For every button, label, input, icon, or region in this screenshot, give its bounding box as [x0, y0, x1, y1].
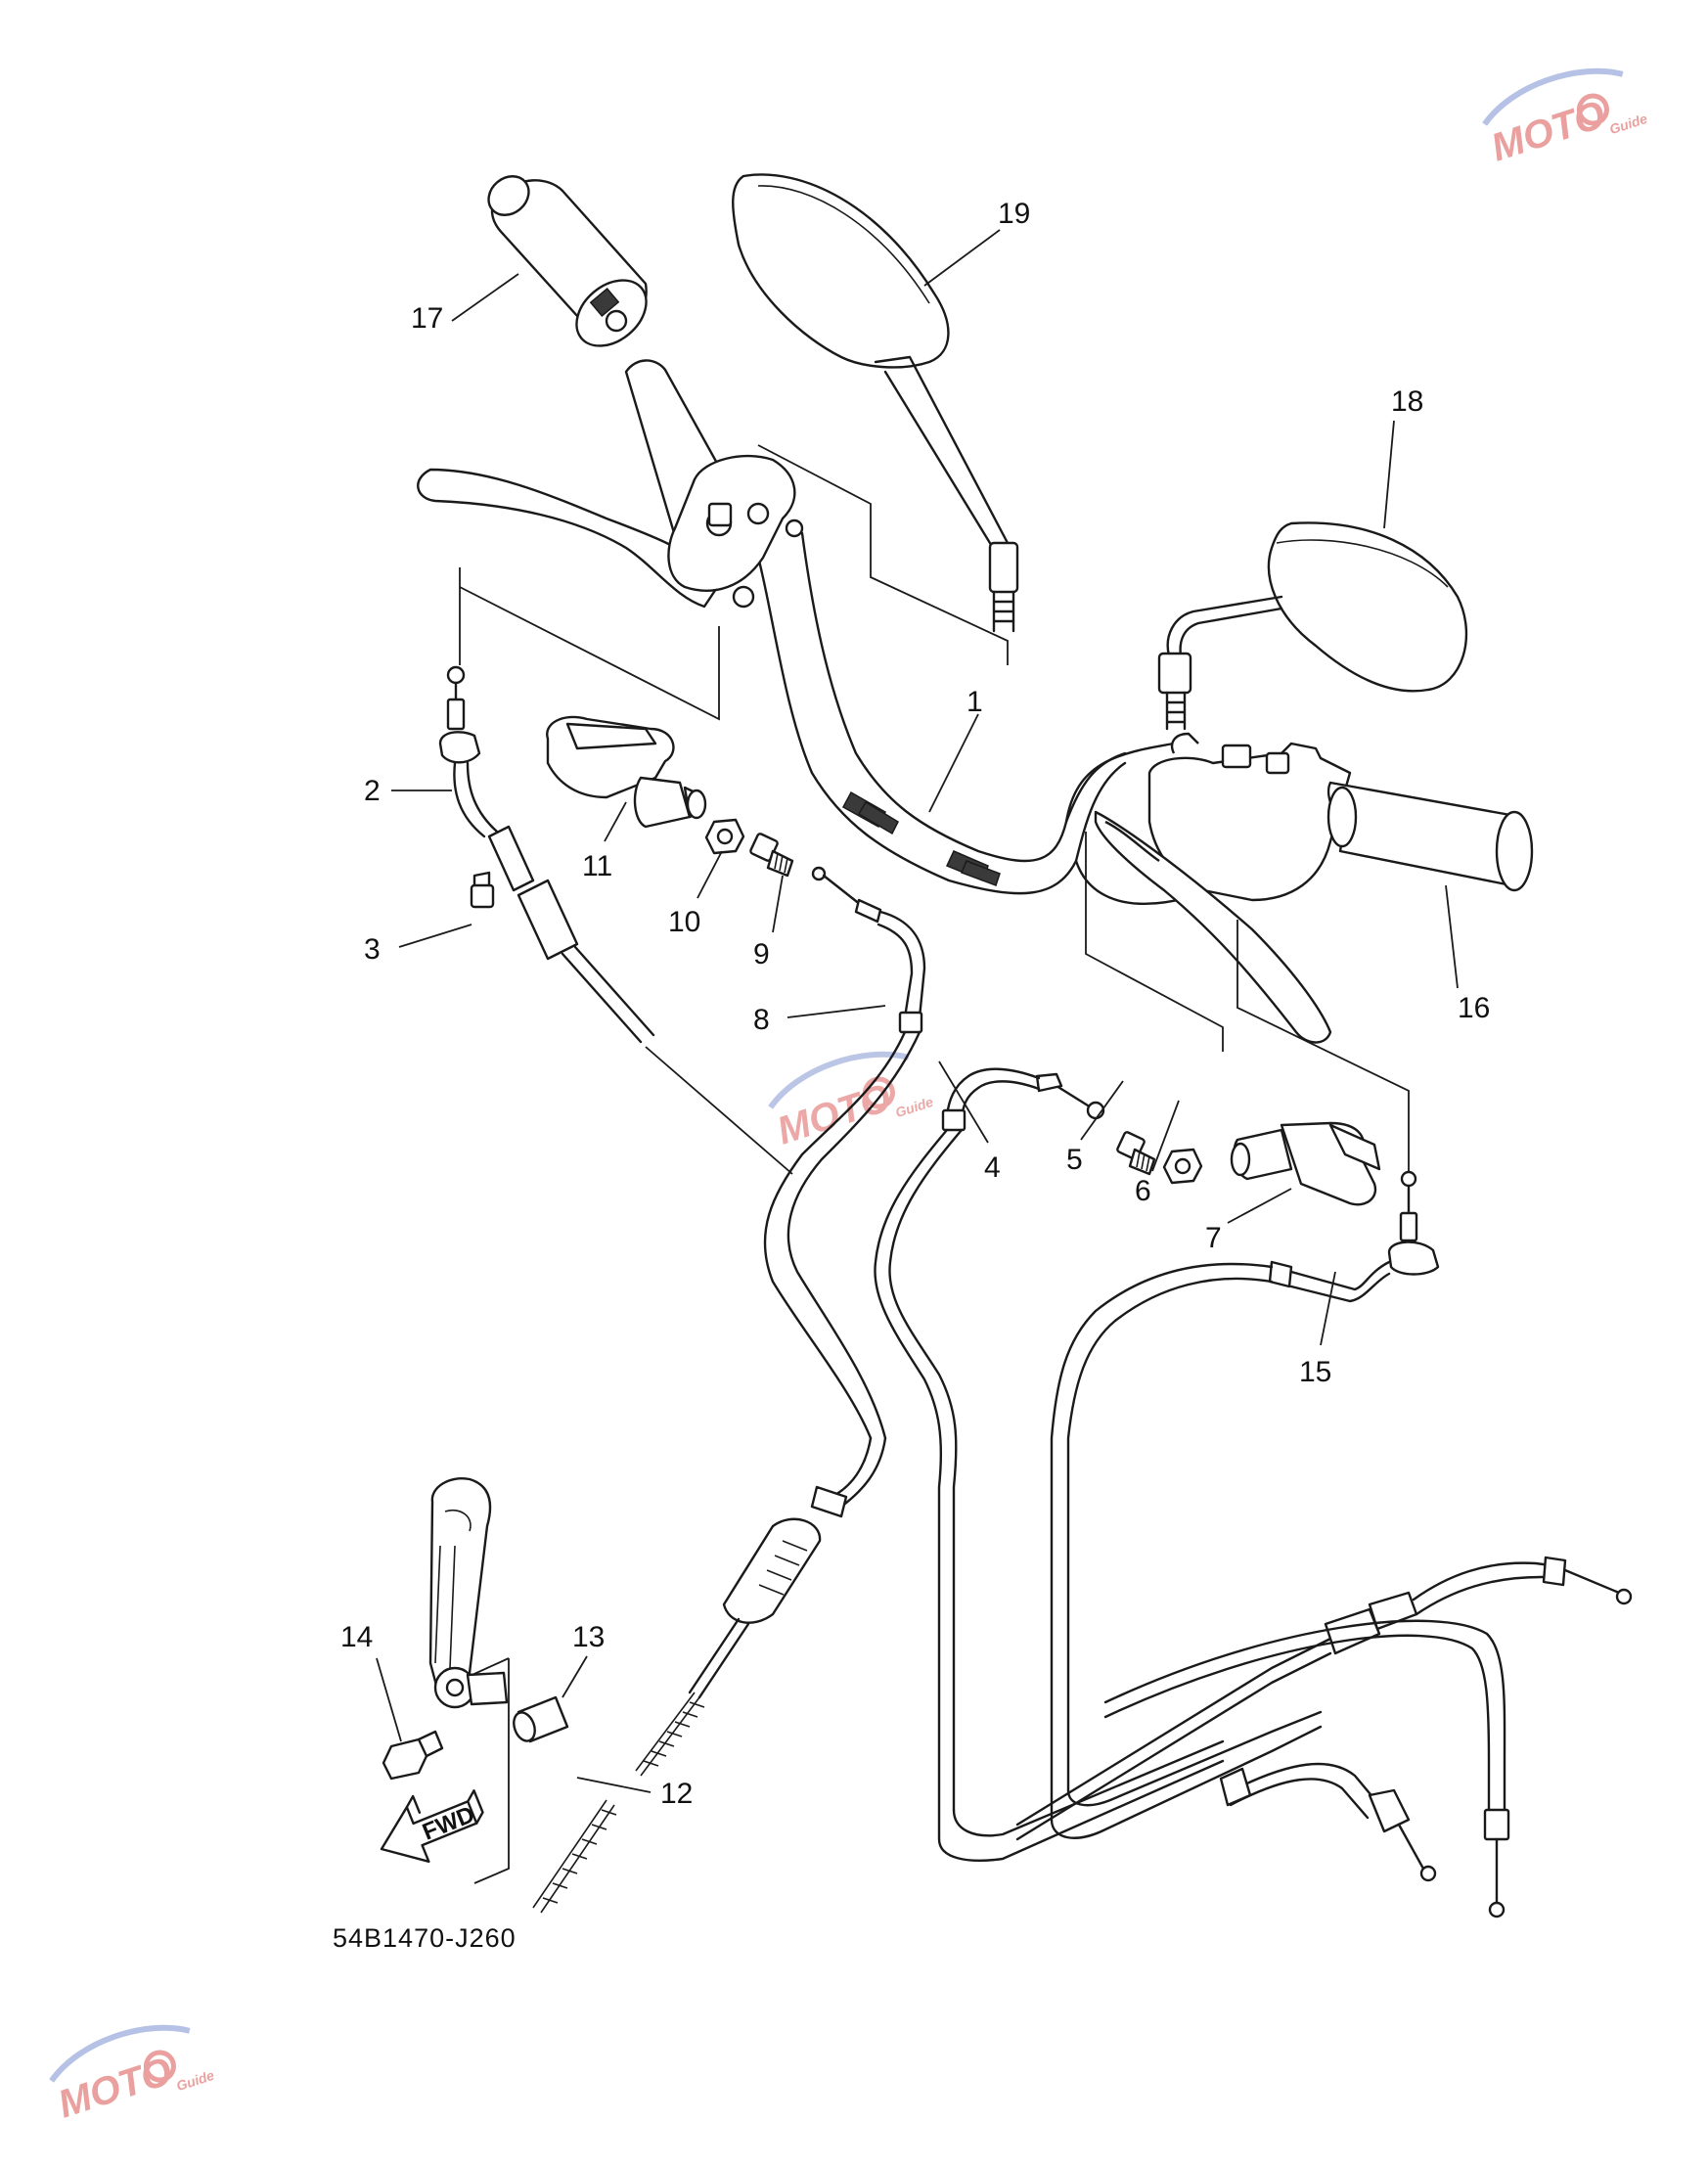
leader-lines [376, 229, 1459, 1793]
callout-12: 12 [660, 1778, 693, 1810]
callout-4: 4 [984, 1151, 1001, 1184]
callout-3: 3 [364, 933, 381, 966]
part-11-throttle-housing [546, 715, 707, 829]
part-3-bolt [470, 871, 495, 909]
part-14-nut [382, 1730, 444, 1781]
right-switch-assembly [1094, 732, 1352, 1044]
part-18-right-mirror [1157, 521, 1468, 731]
callout-9: 9 [753, 938, 770, 970]
part-4-throttle-cable [874, 1067, 1105, 1841]
callout-2: 2 [364, 775, 381, 807]
callout-16: 16 [1458, 992, 1490, 1024]
callout-19: 19 [998, 198, 1030, 230]
callout-18: 18 [1391, 385, 1423, 418]
clutch-release-arm [428, 1477, 509, 1709]
callout-6: 6 [1135, 1175, 1151, 1207]
callout-11: 11 [582, 850, 612, 882]
part-6-nut [1162, 1148, 1203, 1185]
watermark-top-right: MOTO Guide [1482, 68, 1649, 170]
svg-text:Guide: Guide [893, 1094, 935, 1121]
left-cable-run [487, 825, 655, 1044]
diagram-code: 54B1470-J260 [333, 1923, 517, 1953]
callout-1: 1 [966, 686, 983, 718]
svg-text:Guide: Guide [1607, 111, 1649, 138]
fwd-label: FWD [419, 1801, 478, 1846]
watermark-bottom-left: MOTO Guide [49, 2024, 216, 2127]
callout-7: 7 [1205, 1222, 1222, 1254]
callout-labels: 1 2 3 4 5 6 7 8 9 10 11 12 13 14 15 16 1… [340, 198, 1490, 1810]
callout-17: 17 [411, 302, 443, 335]
watermark-center: MOTO Guide [768, 1051, 935, 1153]
part-16-right-grip [1326, 781, 1534, 892]
part-19-left-mirror [732, 173, 1019, 633]
callout-5: 5 [1066, 1144, 1083, 1176]
callout-13: 13 [572, 1621, 605, 1653]
part-5-adjuster [1116, 1131, 1156, 1176]
callout-10: 10 [668, 906, 700, 938]
part-10-nut [704, 818, 745, 855]
forward-arrow: FWD [380, 1789, 484, 1864]
part-2-cable-adjuster [438, 665, 499, 838]
left-lever-assembly [417, 454, 804, 609]
part-9-adjuster [749, 833, 794, 878]
part-17-left-grip [487, 175, 648, 347]
part-13-bushing [513, 1695, 569, 1743]
part-12-clutch-cable [532, 1436, 887, 1914]
part-7-throttle-housing [1230, 1121, 1381, 1206]
callout-15: 15 [1299, 1356, 1331, 1388]
svg-text:Guide: Guide [174, 2067, 216, 2095]
callout-8: 8 [753, 1004, 770, 1036]
assembly-lines [454, 444, 1410, 1884]
part-15-cable-bracket [1050, 1170, 1440, 1822]
part-8-throttle-cable [763, 866, 926, 1440]
lower-cable-runs [937, 1556, 1633, 1918]
callout-14: 14 [340, 1621, 373, 1653]
